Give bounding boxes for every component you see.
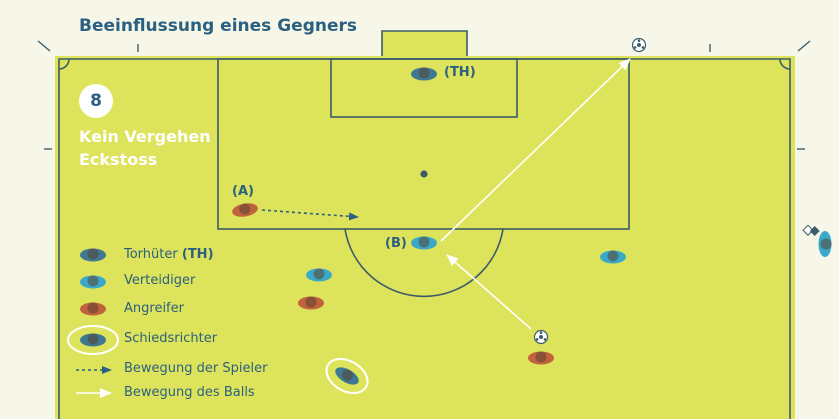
goal (382, 31, 467, 56)
attacker-player (298, 296, 324, 310)
attacker-player (528, 351, 554, 365)
goalkeeper-player (411, 67, 437, 81)
goalkeeper-label: (TH) (444, 65, 476, 80)
goal-outline (381, 30, 468, 56)
ball-icon (631, 37, 647, 53)
legend-referee-ring (67, 325, 119, 355)
attacker-a-label: (A) (232, 184, 254, 199)
legend-defender: Verteidiger (124, 273, 196, 288)
legend-attacker-player (80, 302, 106, 316)
referee-ring (325, 357, 369, 395)
legend-goalkeeper-suffix: (TH) (181, 247, 214, 262)
goal-area (330, 58, 518, 118)
corner-arc-right (779, 58, 791, 70)
legend-attacker: Angreifer (124, 301, 184, 316)
legend-goalkeeper-text: Torhüter (124, 247, 178, 262)
penalty-arc (344, 228, 504, 298)
legend-goalkeeper-player (80, 248, 106, 262)
legend-referee-player (80, 333, 106, 347)
legend-referee: Schiedsrichter (124, 331, 218, 346)
defender-b-player (411, 236, 437, 250)
defender-player (600, 250, 626, 264)
scenario-number-badge: 8 (79, 84, 113, 118)
defender-player (306, 268, 332, 282)
referee-player (335, 367, 359, 385)
scenario-caption: Kein Vergehen Eckstoss (79, 125, 249, 171)
attacker-a-player (232, 203, 258, 217)
penalty-spot (420, 170, 428, 178)
ball-movement-arrow-1 (446, 254, 532, 330)
corner-flag-icon (802, 224, 820, 236)
player-movement-arrow (261, 209, 359, 221)
ball-icon (533, 329, 549, 345)
diagram-title: Beeinflussung eines Gegners (79, 16, 357, 36)
legend-ball-movement: Bewegung des Balls (124, 385, 255, 400)
ball-movement-arrow-2 (440, 58, 631, 242)
defender-b-label: (B) (385, 236, 407, 251)
legend-player-movement: Bewegung der Spieler (124, 361, 268, 376)
distance-marks (37, 40, 811, 150)
scenario-line-2: Eckstoss (79, 150, 158, 169)
scenario-line-1: Kein Vergehen (79, 127, 211, 146)
legend-defender-player (80, 275, 106, 289)
legend-goalkeeper: Torhüter (TH) (124, 247, 214, 262)
corner-arc-left (58, 58, 70, 70)
corner-kicker-player (818, 231, 832, 257)
